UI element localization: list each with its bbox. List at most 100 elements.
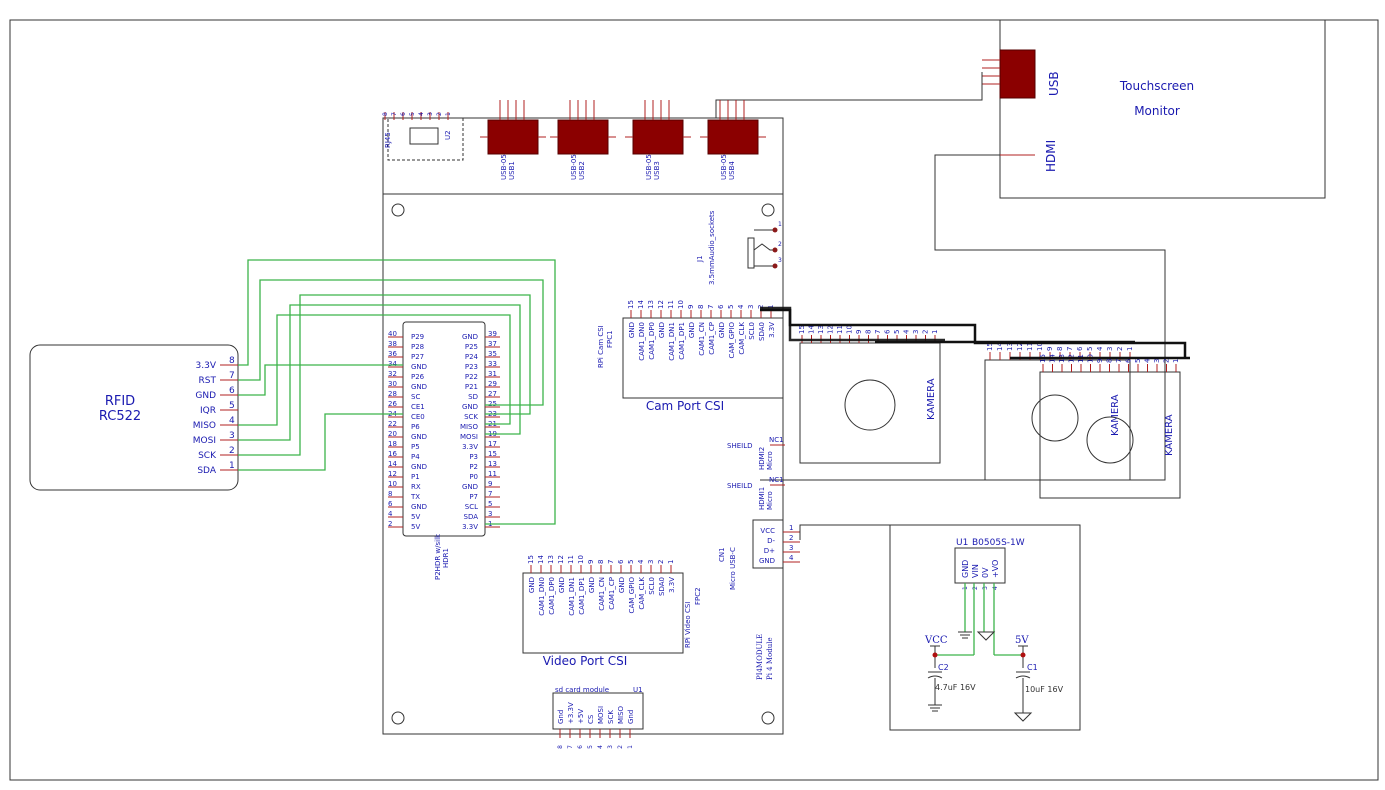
cam-csi-pin-num: 10	[677, 300, 685, 309]
video-csi-pin-num: 5	[627, 560, 635, 564]
power-part: B0505S-1W	[972, 538, 1025, 548]
header-left-num: 8	[388, 490, 392, 498]
mount-hole	[761, 711, 775, 725]
video-csi-ref: FPC2	[694, 587, 702, 605]
video-csi-signal: CAM1_DP1	[578, 577, 586, 615]
sd-pin-num: 7	[567, 745, 574, 749]
header-left-label: P26	[411, 373, 425, 381]
rfid-pin-num: 2	[229, 446, 235, 456]
usbc-name: Micro USB-C	[729, 547, 737, 590]
header-left-num: 34	[388, 360, 397, 368]
usb-ref: USB1	[508, 161, 516, 180]
pi-board: PI4MODULE Pi 4 Module	[382, 117, 784, 735]
sd-signal: MISO	[617, 705, 625, 724]
header-left-label: 5V	[411, 513, 420, 521]
audio-ref: J1	[696, 255, 704, 263]
camera-2-pin-num: 5	[1086, 347, 1094, 351]
camera-2-pin-num: 12	[1016, 342, 1024, 351]
video-csi-signal: SCL0	[648, 577, 656, 595]
header-left-label: GND	[411, 383, 427, 391]
header-left-label: P1	[411, 473, 420, 481]
header-left-label: P28	[411, 343, 424, 351]
video-csi-signal: CAM_CLK	[638, 577, 646, 610]
header-left-num: 12	[388, 470, 397, 478]
rfid-wires	[238, 259, 556, 525]
power-ref: U1	[956, 538, 968, 548]
usbc-pin-num: 2	[789, 534, 793, 542]
header-right-label: GND	[462, 403, 478, 411]
rj45-pin-num: 3	[427, 112, 434, 116]
video-csi-pin-num: 3	[647, 560, 655, 564]
cam-csi-signal: CAM1_DN1	[668, 322, 676, 361]
video-csi-signal: 3.3V	[668, 577, 676, 593]
usbc-pin-num: 3	[789, 544, 793, 552]
mount-hole	[761, 203, 775, 217]
cam-csi-signal: GND	[628, 322, 636, 338]
c2-ref: C2	[938, 663, 949, 672]
header-right-num: 39	[488, 330, 497, 338]
usb-port-body	[487, 119, 539, 155]
hdmi-sub: Micro	[766, 491, 774, 510]
mount-hole	[391, 711, 405, 725]
camera-1-pin-num: 2	[922, 330, 930, 334]
header-left-label: CE0	[411, 413, 425, 421]
audio-pin-num: 3	[778, 257, 782, 264]
cam-csi-signal: CAM1_DP1	[678, 322, 686, 360]
cam-csi-connector: 15GND14CAM1_DN013CAM1_DP012GND11CAM1_DN1…	[597, 300, 784, 413]
header-left-num: 10	[388, 480, 397, 488]
usbc-pin-name: D+	[764, 547, 775, 555]
camera-2-pin-num: 2	[1116, 347, 1124, 351]
cam-csi-signal: SDA0	[758, 322, 766, 341]
power-pin-num: 2	[972, 586, 979, 590]
camera-3-pin-num: 1	[1172, 359, 1180, 363]
cam-csi-title: Cam Port CSI	[646, 399, 724, 413]
rfid-pin-name: SCK	[198, 451, 217, 461]
sd-pin-num: 3	[607, 745, 614, 749]
cam-csi-pin-num: 5	[727, 305, 735, 309]
header-right-label: GND	[462, 483, 478, 491]
audio-name: 3.5mmAudio_sockets	[708, 210, 716, 285]
usb-ref: USB4	[728, 161, 736, 180]
cam-csi-signal: 3.3V	[768, 322, 776, 338]
header-left-label: P29	[411, 333, 424, 341]
header-right-num: 33	[488, 360, 497, 368]
sd-signal: +3.3V	[567, 702, 575, 724]
header-left-label: P6	[411, 423, 420, 431]
header-left-num: 28	[388, 390, 397, 398]
rj45-pin-num: 8	[382, 112, 389, 116]
video-csi-pin-num: 9	[587, 560, 595, 564]
header-right-num: 31	[488, 370, 497, 378]
cam-csi-pin-num: 12	[657, 300, 665, 309]
camera-3-pin-num: 6	[1125, 358, 1133, 363]
video-csi-pin-num: 15	[527, 555, 535, 564]
header-right-num: 11	[488, 470, 497, 478]
sd-pin-num: 2	[617, 745, 624, 749]
header-right-num: 13	[488, 460, 497, 468]
camera-3-pin-num: 7	[1115, 359, 1123, 363]
header-right-num: 37	[488, 340, 497, 348]
camera-1-pin-num: 15	[798, 325, 806, 334]
header-right-num: 9	[488, 480, 492, 488]
rfid-pin-num: 7	[229, 371, 235, 381]
rfid-title: RFID	[105, 394, 135, 409]
camera-1-label: KAMERA	[926, 378, 937, 420]
header-left-label: 5V	[411, 523, 420, 531]
rfid-pin-name: IQR	[200, 406, 216, 416]
sdcard-title: sd card module	[555, 686, 609, 694]
hdmi-shield: SHEILD	[727, 482, 752, 490]
monitor-usb-connector	[999, 49, 1036, 99]
header-right-label: P25	[465, 343, 478, 351]
header-left-num: 18	[388, 440, 397, 448]
sd-signal: CS	[587, 714, 595, 724]
header-left-num: 30	[388, 380, 397, 388]
c1-ref: C1	[1027, 663, 1038, 672]
video-csi-pin-num: 14	[537, 555, 545, 564]
camera-3-pin-num: 5	[1134, 359, 1142, 363]
rfid-pin-name: GND	[195, 391, 216, 401]
header-right-label: P7	[469, 493, 478, 501]
camera-1-pin-num: 11	[836, 325, 844, 334]
cam-csi-pin-num: 11	[667, 300, 675, 309]
